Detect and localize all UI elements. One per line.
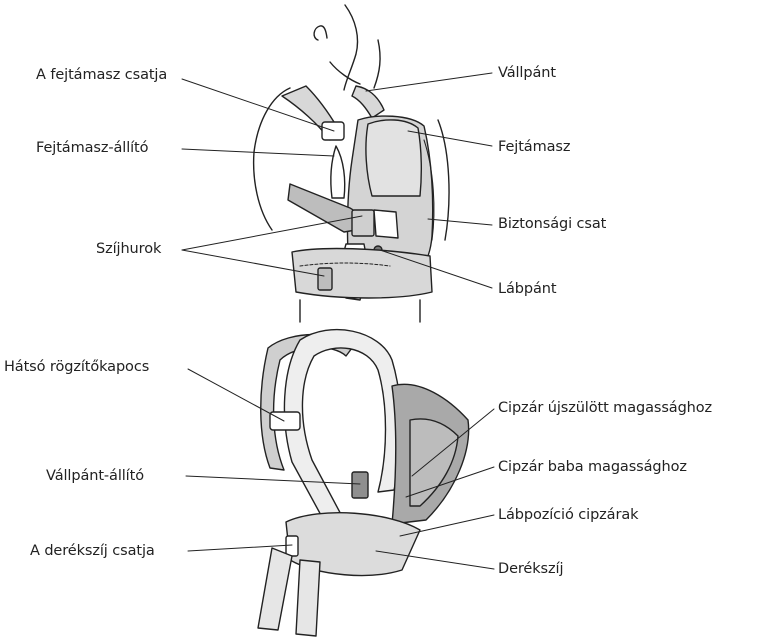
leader-shoulder-strap	[366, 73, 492, 91]
label-waist-belt-buckle: A derékszíj csatja	[30, 542, 155, 560]
shoulder-strap-adjuster-shape	[352, 472, 368, 498]
belt-end-left	[258, 548, 292, 630]
label-head-support-adjuster: Fejtámasz-állító	[36, 139, 148, 157]
belt-end-right	[296, 560, 320, 636]
label-shoulder-strap: Vállpánt	[498, 64, 556, 82]
label-zip-newborn-height: Cipzár újszülött magassághoz	[498, 399, 712, 417]
safety-buckle-shape	[374, 210, 398, 238]
leader-head-support-adjuster	[182, 149, 334, 156]
top-waist-belt	[292, 249, 432, 298]
label-strap-loops: Szíjhurok	[96, 240, 161, 258]
front-strap-large	[284, 330, 401, 528]
baby-arm	[331, 146, 345, 198]
label-leg-strap: Lábpánt	[498, 280, 556, 298]
leader-strap-loops-upper	[182, 216, 362, 250]
label-shoulder-strap-adjuster: Vállpánt-állító	[46, 467, 144, 485]
label-waist-belt: Derékszíj	[498, 560, 563, 578]
label-leg-position-zips: Lábpozíció cipzárak	[498, 506, 638, 524]
carrier-standalone-figure	[258, 330, 469, 636]
head-support-panel	[366, 120, 421, 196]
back-fastener-shape	[270, 412, 300, 430]
waist-belt-buckle-shape	[286, 536, 298, 556]
person-head	[314, 5, 380, 90]
strap-loop-upper-shape	[352, 210, 374, 236]
label-safety-buckle: Biztonsági csat	[498, 215, 606, 233]
worn-carrier-figure	[254, 5, 449, 322]
leader-safety-buckle	[428, 219, 492, 225]
strap-loop-lower-shape	[318, 268, 332, 290]
label-zip-baby-height: Cipzár baba magassághoz	[498, 458, 687, 476]
label-back-fastener: Hátsó rögzítőkapocs	[4, 358, 149, 376]
label-head-support: Fejtámasz	[498, 138, 570, 156]
leader-shoulder-strap-adjuster	[186, 476, 360, 484]
label-head-support-buckle: A fejtámasz csatja	[36, 66, 167, 84]
